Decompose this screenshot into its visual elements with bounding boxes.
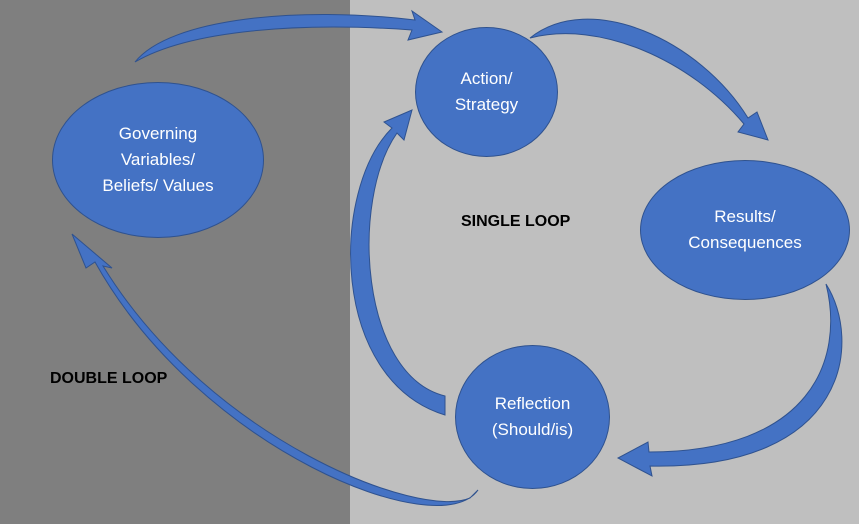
arrow-governing-to-action xyxy=(134,9,444,63)
governing-line-3: Beliefs/ Values xyxy=(102,176,214,195)
governing-line-2: Variables/ xyxy=(120,150,196,169)
double-loop-label: DOUBLE LOOP xyxy=(50,370,168,387)
arrow-reflection-to-action xyxy=(350,109,446,416)
action-line-2: Strategy xyxy=(454,95,519,114)
results-line-2: Consequences xyxy=(688,233,802,252)
reflection-line-2: (Should/is) xyxy=(491,420,574,439)
single-loop-label: SINGLE LOOP xyxy=(461,213,571,230)
reflection-node: Reflection (Should/is) xyxy=(455,345,610,489)
action-strategy-node: Action/ Strategy xyxy=(415,27,558,157)
governing-line-1: Governing xyxy=(118,124,198,143)
results-line-1: Results/ xyxy=(714,207,776,226)
arrow-reflection-to-governing xyxy=(71,233,479,506)
arrow-action-to-results xyxy=(529,18,769,141)
governing-variables-node: Governing Variables/ Beliefs/ Values xyxy=(52,82,264,238)
results-consequences-node: Results/ Consequences xyxy=(640,160,850,300)
arrow-results-to-reflection xyxy=(616,283,843,477)
reflection-line-1: Reflection xyxy=(494,394,571,413)
action-line-1: Action/ xyxy=(460,69,513,88)
